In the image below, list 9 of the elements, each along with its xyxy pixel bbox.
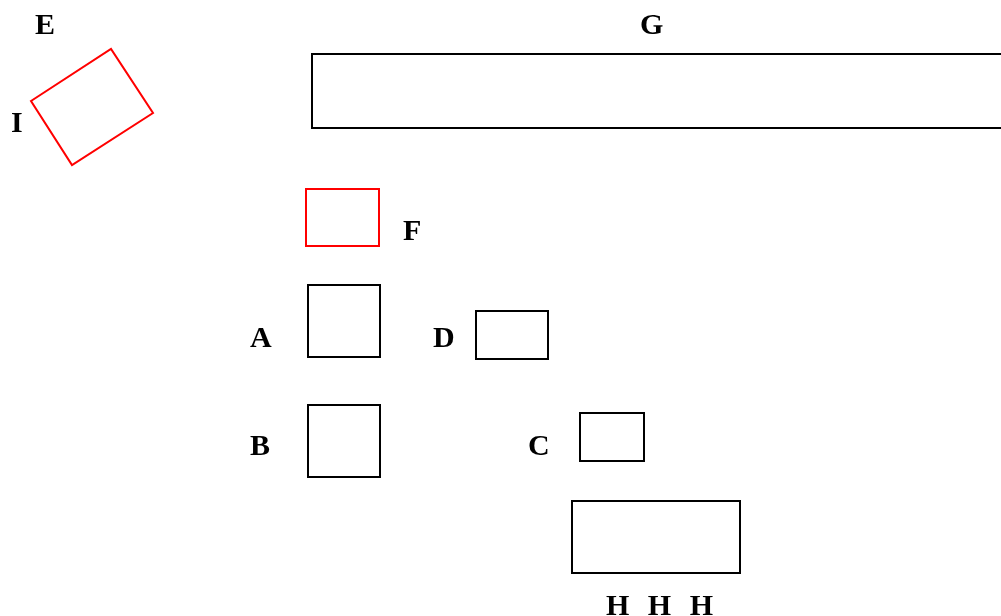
shape-label: G	[640, 8, 664, 40]
shape-label: A	[250, 321, 272, 353]
shape-label: H H H	[606, 589, 713, 616]
shape-label: F	[403, 214, 422, 246]
shape-label: D	[433, 321, 455, 353]
shape-label: E	[35, 8, 55, 40]
shape-label: C	[528, 429, 550, 461]
shape-label: I	[11, 106, 23, 138]
shape-label: B	[250, 429, 270, 461]
